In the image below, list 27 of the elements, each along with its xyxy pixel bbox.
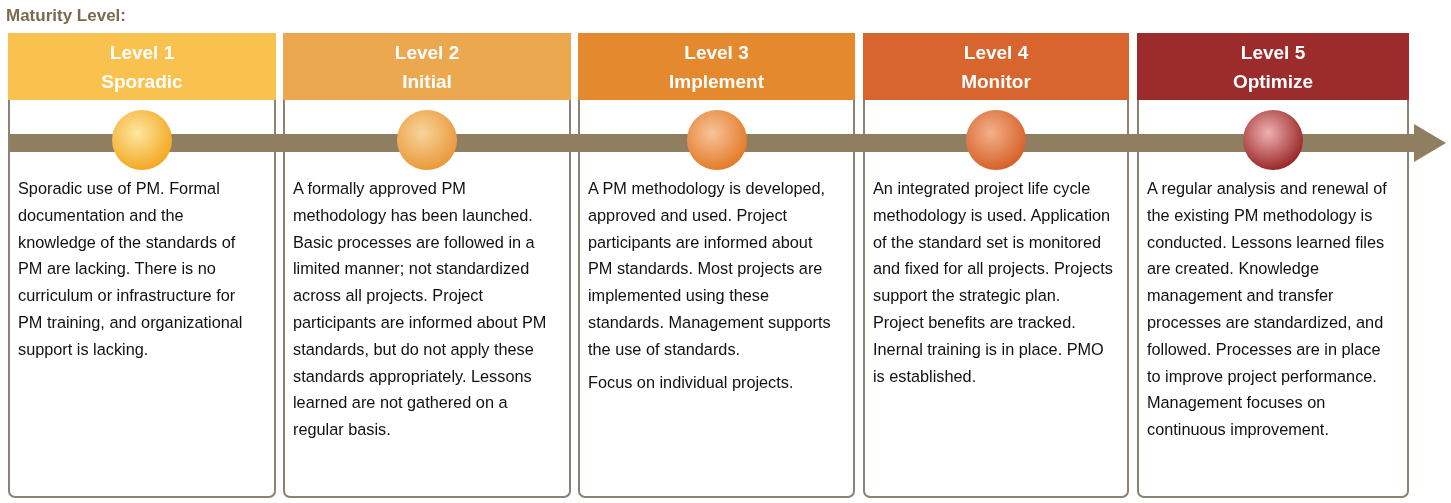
description-text: An integrated project life cycle methodology is used. Application of the standard set is monitored and fixed for all projects. Projects support the strategic plan. Project benefits are tracked. Inernal training is in place. PMO is established. xyxy=(873,178,1113,387)
level-marker-sphere xyxy=(396,109,458,171)
level-card xyxy=(578,33,855,498)
level-number: Level 1 xyxy=(109,40,175,65)
level-name: Implement xyxy=(669,69,764,94)
level-name: Monitor xyxy=(961,69,1031,94)
description-text: A PM methodology is developed, approved and used. Project participants are informed about PM standards. Most projects are implemented using these standards. Management supports the use of standards. xyxy=(588,178,832,360)
level-card xyxy=(1137,33,1409,498)
description-text: A regular analysis and renewal of the existing PM methodology is conducted. Lessons learned files are created. Knowledge management and transfer processes are standardized, and followed. Processes are in place to improve project performance. Management focuses on continuous improvement. xyxy=(1147,178,1388,441)
level-marker-sphere xyxy=(1242,109,1304,171)
level-name: Sporadic xyxy=(101,69,183,94)
level-number: Level 3 xyxy=(684,40,749,65)
level-marker-sphere xyxy=(685,109,748,171)
diagram-title: Maturity Level: xyxy=(6,6,126,26)
level-number: Level 4 xyxy=(963,40,1029,65)
level-name: Optimize xyxy=(1232,69,1314,94)
level-marker-sphere xyxy=(111,109,173,171)
level-number: Level 5 xyxy=(1240,40,1306,65)
description-text: A formally approved PM methodology has been launched. Basic processes are followed in a limited manner; not standardized across all projects. Project participants are informed about PM standards, but do not apply these standards appropriately. Lessons learned are not gathered on a regular basis. xyxy=(293,178,548,441)
description-text: Focus on individual projects. xyxy=(588,371,795,393)
level-number: Level 2 xyxy=(394,40,460,65)
level-marker-sphere xyxy=(965,109,1027,171)
level-card xyxy=(8,33,276,498)
level-card xyxy=(283,33,571,498)
level-card xyxy=(863,33,1129,498)
description-text: Sporadic use of PM. Formal documentation and the knowledge of the standards of PM are lacking. There is no curriculum or infrastructure for PM training, and organizational support is lacking. xyxy=(18,178,244,360)
level-name: Initial xyxy=(402,69,452,94)
